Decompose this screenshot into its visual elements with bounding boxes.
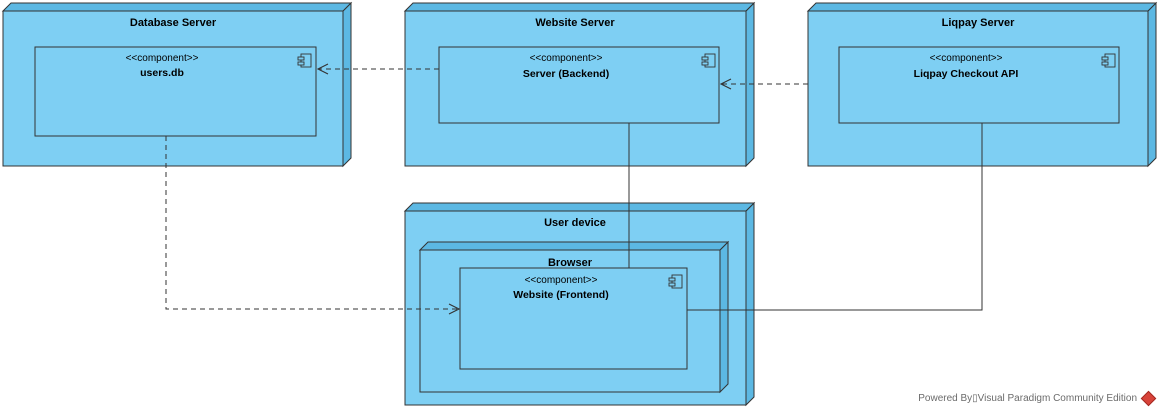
component-name-website-frontend: Website (Frontend) (513, 289, 608, 301)
component-name-users-db: users.db (140, 67, 184, 79)
node-title-website-server: Website Server (535, 17, 615, 29)
node-title-liqpay-server: Liqpay Server (942, 17, 1015, 29)
node-title-user-device: User device (544, 217, 606, 229)
footer-text: Powered By▯Visual Paradigm Community Edi… (918, 393, 1137, 404)
component-stereotype: <<component>> (530, 53, 603, 64)
visual-paradigm-logo-icon (1140, 390, 1157, 407)
component-liqpay-checkout-api[interactable]: <<component>> Liqpay Checkout API (838, 46, 1120, 124)
component-icon (701, 53, 716, 68)
component-stereotype: <<component>> (525, 275, 598, 286)
component-server-backend[interactable]: <<component>> Server (Backend) (438, 46, 720, 124)
node-title-database-server: Database Server (130, 17, 217, 29)
dependency-usersdb-to-frontend[interactable] (165, 136, 459, 309)
node-title-browser: Browser (548, 257, 593, 269)
component-name-liqpay-api: Liqpay Checkout API (914, 68, 1019, 80)
link-frontend-liqpay[interactable] (687, 123, 983, 311)
footer-credit: Powered By▯Visual Paradigm Community Edi… (918, 390, 1157, 407)
component-icon (297, 53, 312, 68)
component-users-db[interactable]: <<component>> users.db (34, 46, 317, 137)
component-name-server-backend: Server (Backend) (523, 68, 609, 80)
component-stereotype: <<component>> (930, 53, 1003, 64)
component-icon (1101, 53, 1116, 68)
component-website-frontend[interactable]: <<component>> Website (Frontend) (459, 267, 688, 370)
component-stereotype: <<component>> (126, 53, 199, 64)
component-icon (668, 274, 683, 289)
